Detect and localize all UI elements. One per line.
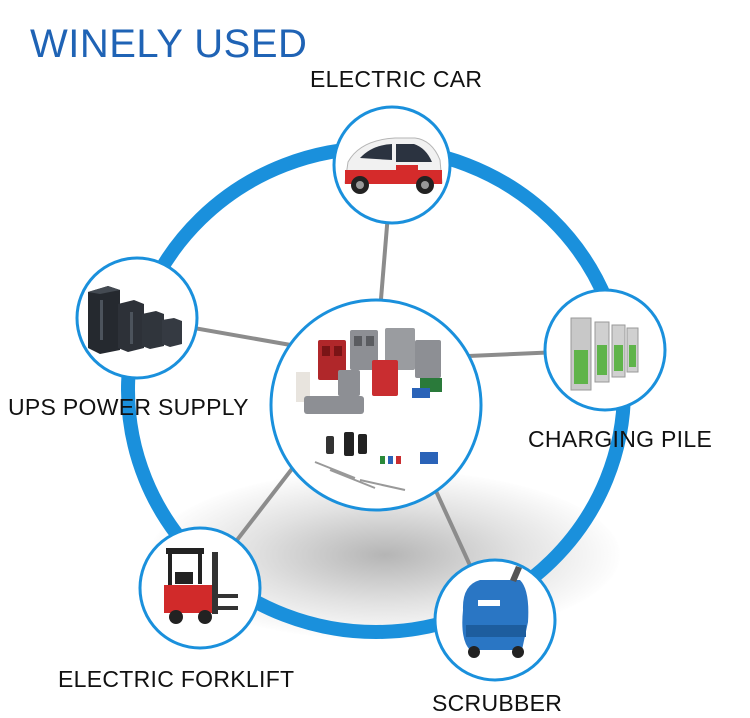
ups-icon xyxy=(88,286,182,354)
scrubber-icon xyxy=(462,566,529,658)
battery-connectors-icon xyxy=(296,328,442,491)
electric-car-icon xyxy=(344,137,443,194)
label-electric-forklift: ELECTRIC FORKLIFT xyxy=(58,666,295,692)
label-electric-car: ELECTRIC CAR xyxy=(310,66,483,92)
label-scrubber: SCRUBBER xyxy=(432,690,563,716)
label-ups-power-supply: UPS POWER SUPPLY xyxy=(8,394,249,420)
forklift-icon xyxy=(164,548,238,624)
label-charging-pile: CHARGING PILE xyxy=(528,426,713,452)
page-title: WINELY USED xyxy=(30,22,308,66)
charging-pile-icon xyxy=(570,317,639,391)
